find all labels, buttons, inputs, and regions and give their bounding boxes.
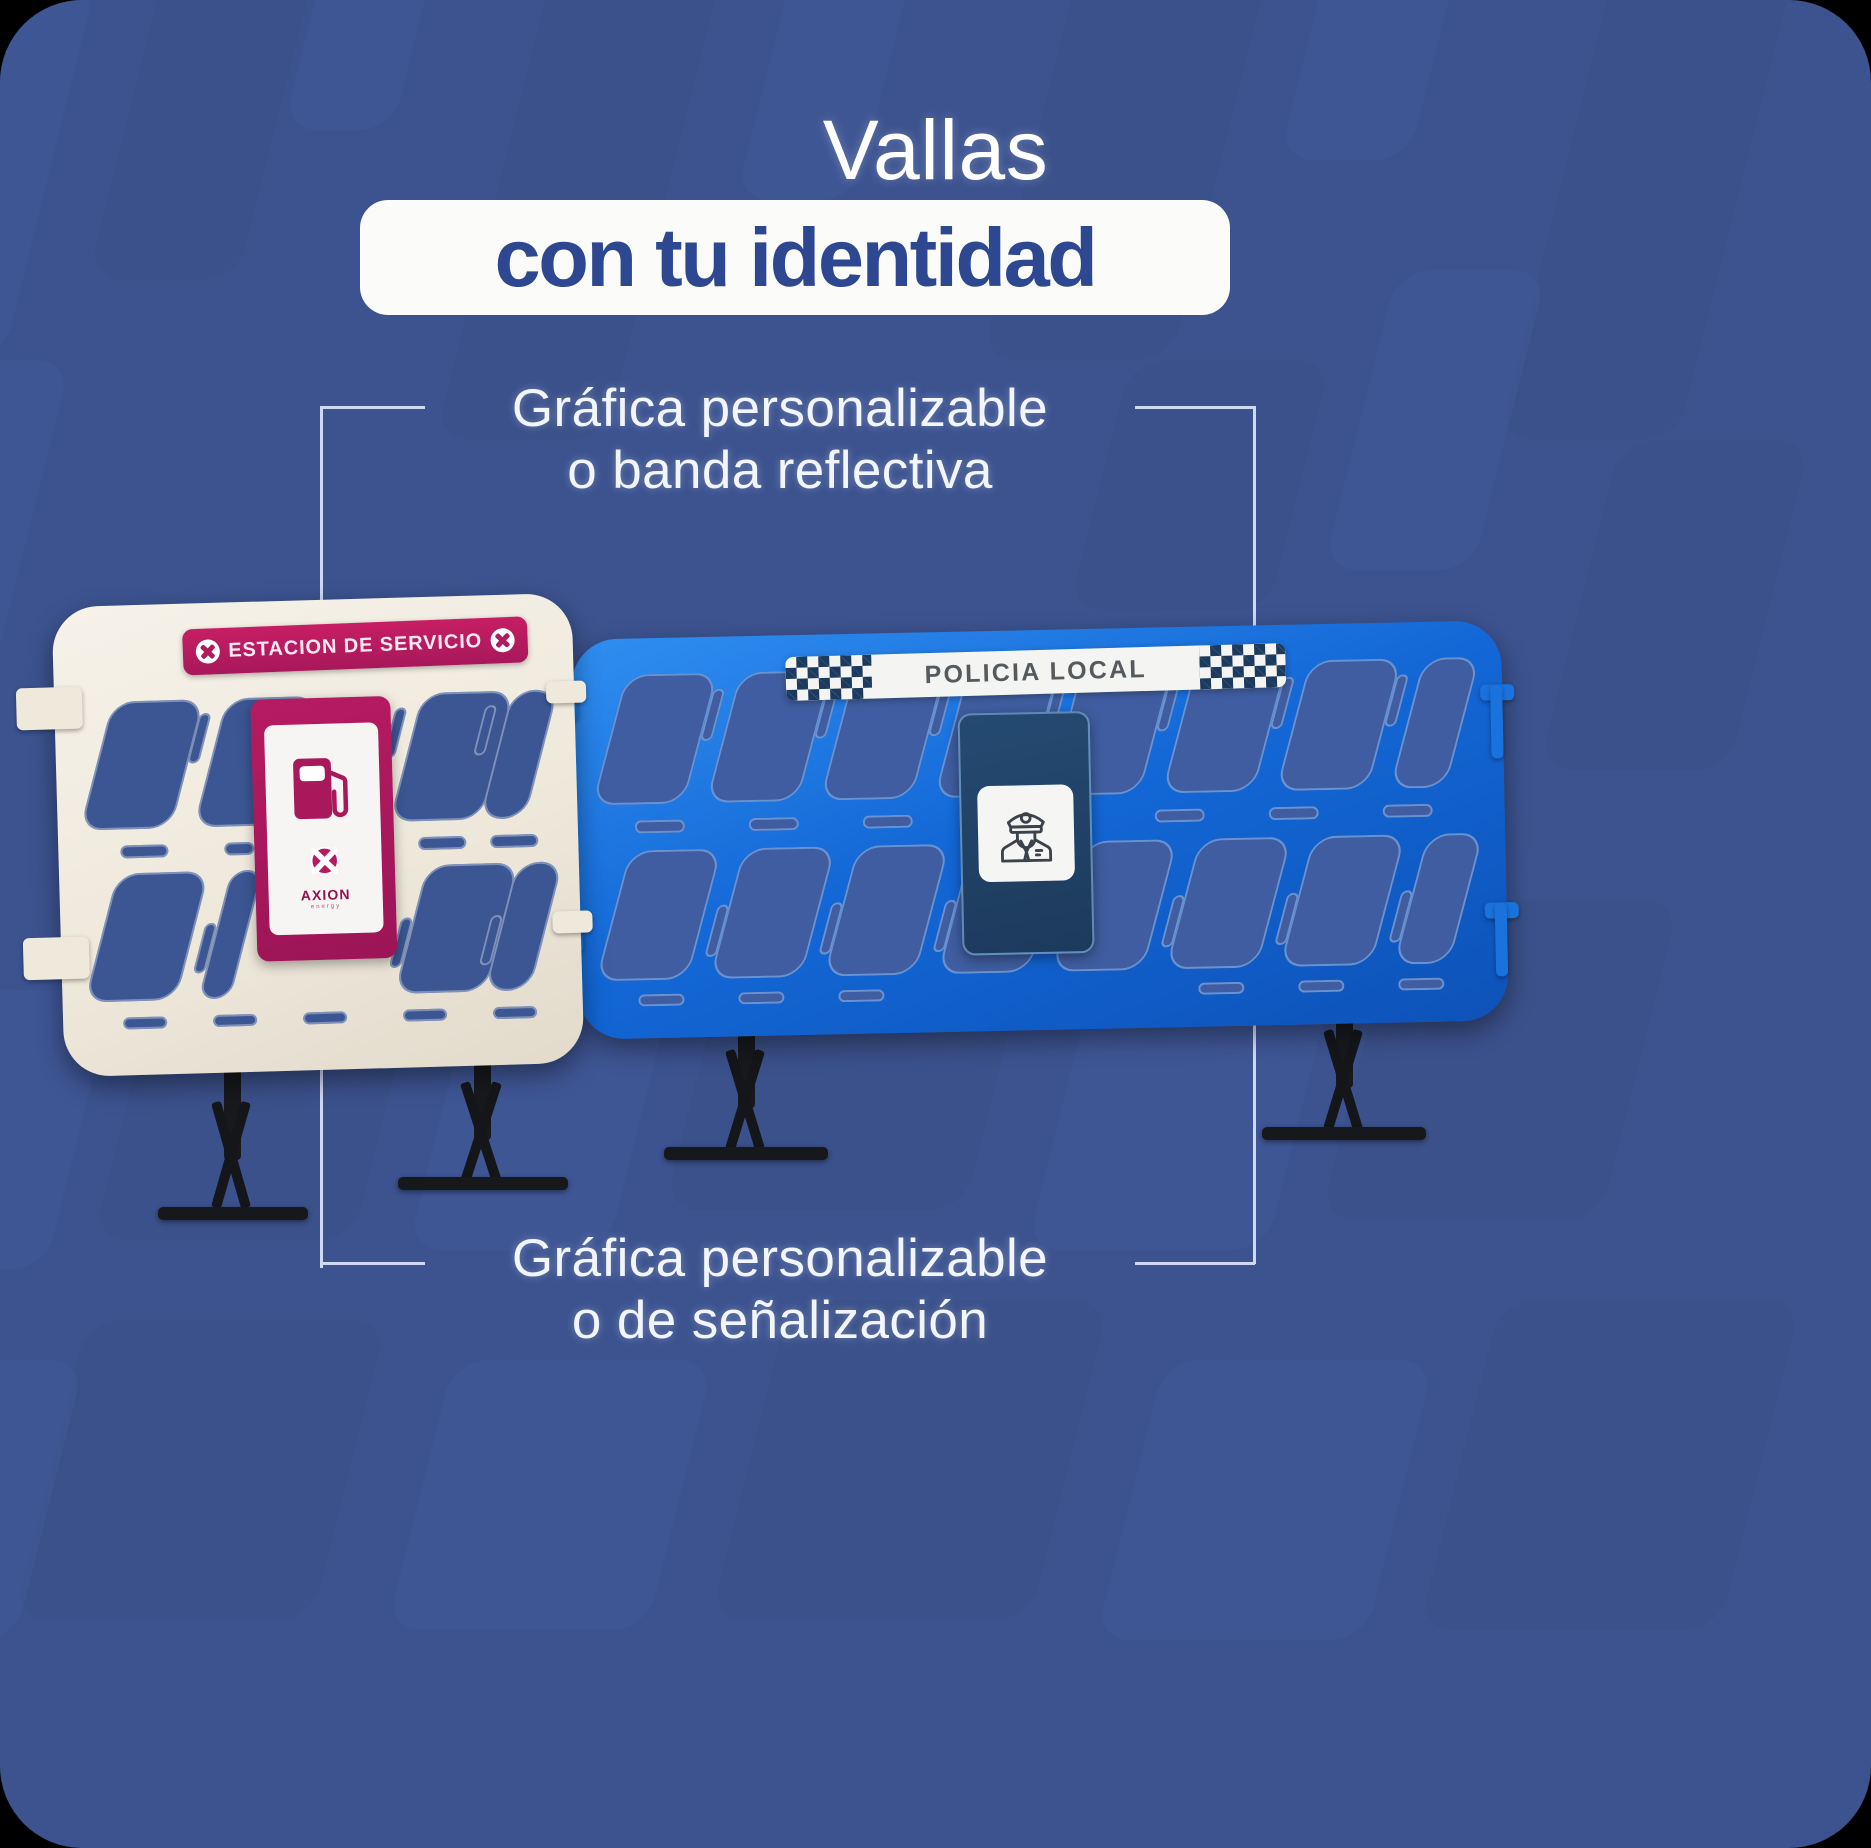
axion-brand-text: AXION bbox=[300, 886, 351, 904]
leader-line-top-right-horizontal bbox=[1135, 406, 1255, 409]
callout-text-top: Gráfica personalizable o banda reflectiv… bbox=[511, 379, 1049, 500]
leader-line-bottom-left-horizontal bbox=[320, 1262, 425, 1265]
white-barrier[interactable]: ESTACION DE SERVICIO AX bbox=[15, 592, 593, 1078]
page-title-line1: Vallas bbox=[822, 103, 1049, 197]
policia-local-band-text: POLICIA LOCAL bbox=[924, 654, 1148, 689]
checkered-pattern-right-icon bbox=[1199, 643, 1287, 690]
police-officer-icon bbox=[1000, 812, 1053, 863]
leader-line-bottom-right-horizontal bbox=[1135, 1262, 1255, 1265]
fuel-pump-icon bbox=[293, 758, 349, 820]
police-icon-tile bbox=[977, 784, 1076, 883]
axion-x-icon-left bbox=[194, 639, 220, 665]
estacion-band-text: ESTACION DE SERVICIO bbox=[227, 629, 483, 662]
axion-x-icon-right bbox=[490, 627, 516, 653]
title-highlight-box: con tu identidad bbox=[360, 200, 1230, 315]
axion-logo-icon bbox=[310, 846, 339, 875]
leader-line-top-left-horizontal bbox=[320, 406, 425, 409]
checkered-pattern-left-icon bbox=[785, 654, 873, 702]
callout-text-bottom: Gráfica personalizable o de señalización bbox=[511, 1229, 1049, 1350]
leader-line-top-right-vertical bbox=[1253, 406, 1256, 836]
blue-barrier[interactable]: POLICIA LOCAL bbox=[550, 620, 1519, 1040]
axion-card-inner: AXION energy bbox=[263, 722, 384, 936]
leader-line-bottom-right-vertical bbox=[1253, 838, 1256, 1264]
police-graphic-card bbox=[957, 710, 1095, 956]
page-title-line2: con tu identidad bbox=[494, 211, 1098, 304]
axion-brand-sub-text: energy bbox=[310, 903, 342, 911]
axion-graphic-card: AXION energy bbox=[250, 695, 398, 962]
